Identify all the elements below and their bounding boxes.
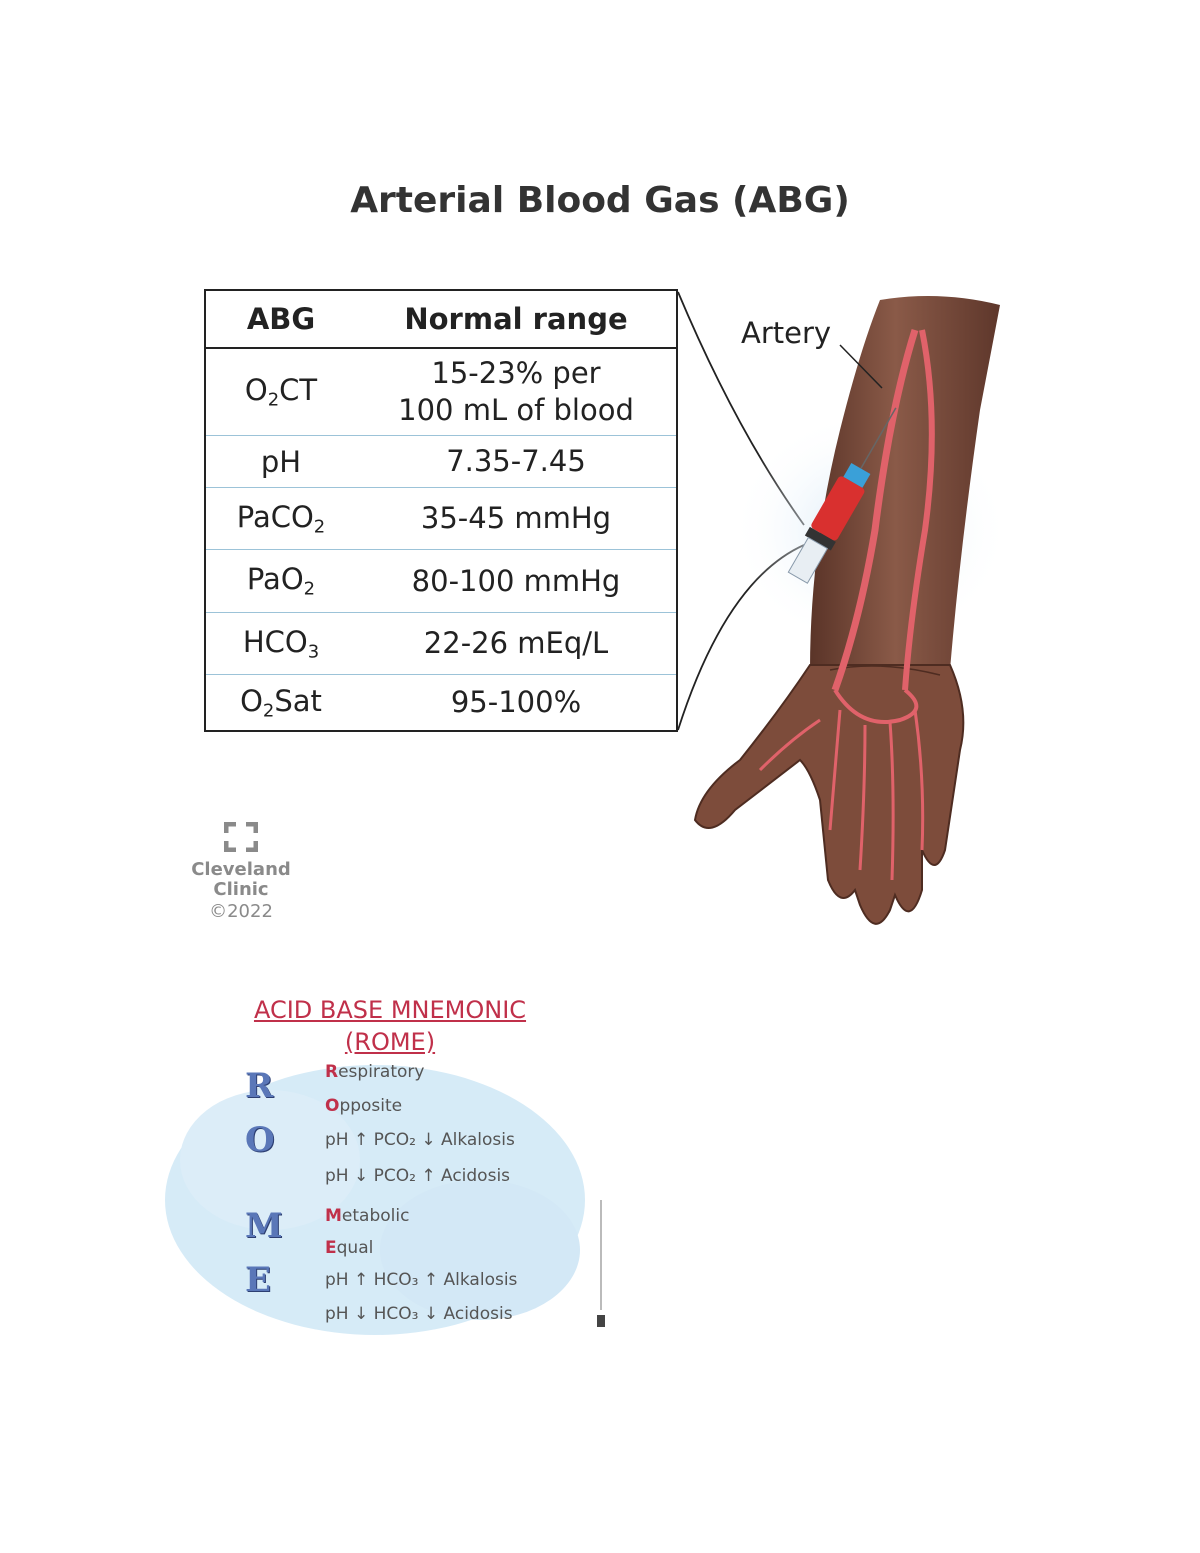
arm-illustration [693, 296, 1010, 925]
table-row: HCO3 22-26 mEq/L [206, 613, 676, 675]
letter-e: E [245, 1260, 271, 1300]
table-row: pH 7.35-7.45 [206, 436, 676, 488]
header-abg: ABG [246, 302, 316, 336]
cleveland-clinic-cross-icon [223, 821, 259, 853]
row-range: 22-26 mEq/L [423, 626, 609, 660]
logo-line2: Clinic [213, 879, 269, 900]
logo-line3: ©2022 [209, 901, 273, 922]
row-range: 95-100% [450, 685, 582, 719]
row-range: 80-100 mmHg [411, 563, 621, 598]
row-name: PaO2 [246, 562, 316, 600]
row-name: HCO3 [242, 624, 320, 663]
row-name: O2Sat [240, 683, 322, 722]
mnemonic-line: Equal [325, 1238, 374, 1258]
page-title: Arterial Blood Gas (ABG) [350, 180, 850, 221]
mnemonic-line: pH ↓ HCO₃ ↓ Acidosis [325, 1304, 513, 1324]
mnemonic-line: Opposite [325, 1096, 403, 1116]
row-name: pH [260, 444, 302, 479]
mnemonic-line: pH ↑ HCO₃ ↑ Alkalosis [325, 1270, 518, 1290]
row-name: PaCO2 [236, 499, 326, 538]
row-range: 35-45 mmHg [420, 501, 612, 535]
rome-mnemonic: ACID BASE MNEMONIC (ROME) R O M E Respir… [150, 990, 620, 1350]
copyright-vertical-mark [597, 1200, 605, 1327]
mnemonic-line: Metabolic [325, 1206, 410, 1226]
header-normal-range: Normal range [404, 301, 628, 336]
mnemonic-line: pH ↓ PCO₂ ↑ Acidosis [325, 1166, 511, 1186]
table-row: PaO2 80-100 mmHg [206, 550, 676, 613]
mnemonic-line: pH ↑ PCO₂ ↓ Alkalosis [325, 1130, 515, 1150]
letter-r: R [245, 1066, 274, 1106]
letter-o: O [245, 1120, 275, 1160]
table-row: PaCO2 35-45 mmHg [206, 488, 676, 550]
artery-label: Artery [741, 316, 832, 350]
row-range: 7.35-7.45 [446, 444, 586, 478]
table-header-row: ABG Normal range [206, 291, 676, 349]
cleveland-clinic-logo: Cleveland Clinic ©2022 [186, 821, 296, 924]
table-row: O2Sat 95-100% [206, 675, 676, 730]
row-name: O2CT [244, 373, 318, 411]
letter-m: M [245, 1206, 283, 1246]
mnemonic-subtitle: (ROME) [344, 1028, 436, 1056]
mnemonic-title: ACID BASE MNEMONIC [253, 996, 527, 1024]
cloud-background [165, 1065, 585, 1335]
mnemonic-line: Respiratory [325, 1062, 425, 1082]
logo-line1: Cleveland [191, 859, 291, 880]
